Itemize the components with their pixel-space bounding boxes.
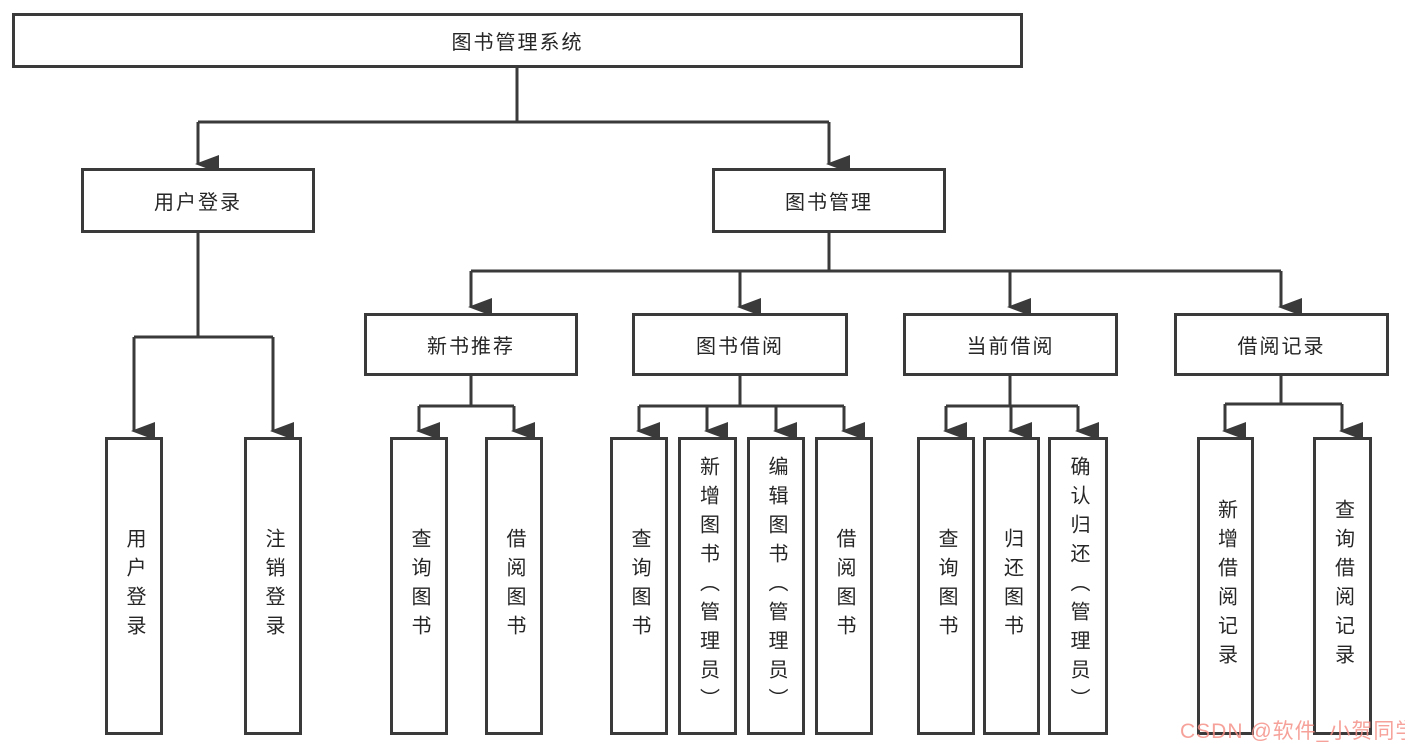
leaf-bb-edit-books-admin: 编辑图书（管理员） <box>747 437 805 735</box>
node-label: 当前借阅 <box>966 336 1055 358</box>
node-label: 新增图书（管理员） <box>696 455 719 717</box>
leaf-nbr-borrow-books: 借阅图书 <box>485 437 543 735</box>
node-book-borrowing: 图书借阅 <box>632 313 848 376</box>
node-label: 图书管理 <box>785 192 873 214</box>
node-borrowing-records: 借阅记录 <box>1174 313 1389 376</box>
leaf-cb-query-books: 查询图书 <box>917 437 975 735</box>
node-user-login: 用户登录 <box>81 168 315 233</box>
node-label: 注销登录 <box>262 528 284 644</box>
node-label: 图书管理系统 <box>451 32 584 54</box>
leaf-bb-query-books: 查询图书 <box>610 437 668 735</box>
node-label: 用户登录 <box>154 192 242 214</box>
leaf-user-login: 用户登录 <box>105 437 163 735</box>
node-label: 新书推荐 <box>427 336 515 358</box>
leaf-bb-borrow-books: 借阅图书 <box>815 437 873 735</box>
node-label: 借阅图书 <box>503 528 525 644</box>
node-current-borrowing: 当前借阅 <box>903 313 1118 376</box>
leaf-nbr-query-books: 查询图书 <box>390 437 448 735</box>
node-book-management: 图书管理 <box>712 168 946 233</box>
leaf-br-add-record: 新增借阅记录 <box>1197 437 1254 735</box>
node-label: 图书借阅 <box>696 336 784 358</box>
node-root-system: 图书管理系统 <box>12 13 1023 68</box>
leaf-br-query-record: 查询借阅记录 <box>1313 437 1372 735</box>
node-label: 借阅记录 <box>1237 336 1326 358</box>
node-label: 查询图书 <box>628 528 650 644</box>
node-label: 新增借阅记录 <box>1214 499 1237 673</box>
leaf-logout: 注销登录 <box>244 437 302 735</box>
leaf-cb-return-books: 归还图书 <box>983 437 1040 735</box>
node-label: 查询图书 <box>935 528 957 644</box>
csdn-watermark: CSDN @软件_小贺同学 <box>1180 720 1405 743</box>
node-label: 查询借阅记录 <box>1331 499 1354 673</box>
node-label: 确认归还（管理员） <box>1067 455 1089 717</box>
node-label: 用户登录 <box>123 528 145 644</box>
node-new-book-recommend: 新书推荐 <box>364 313 578 376</box>
node-label: 借阅图书 <box>833 528 855 644</box>
node-label: 编辑图书（管理员） <box>765 455 787 717</box>
node-label: 归还图书 <box>1000 528 1023 644</box>
leaf-bb-add-books-admin: 新增图书（管理员） <box>678 437 737 735</box>
leaf-cb-confirm-return-admin: 确认归还（管理员） <box>1048 437 1108 735</box>
node-label: 查询图书 <box>408 528 430 644</box>
